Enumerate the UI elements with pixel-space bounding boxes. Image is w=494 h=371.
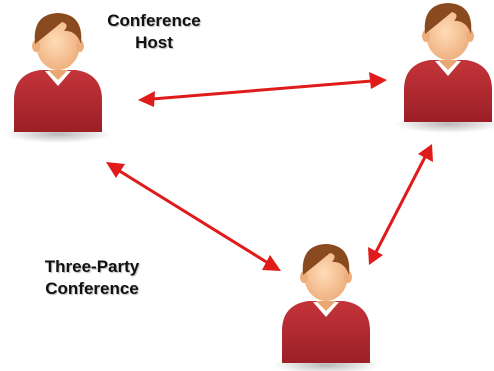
title-label-line-2: Conference bbox=[45, 279, 139, 298]
conference-host-label: Conference Host bbox=[92, 10, 216, 54]
host-label-line-2: Host bbox=[135, 33, 173, 52]
participant-top-right-person-icon bbox=[394, 3, 494, 133]
participant-bottom-person-icon bbox=[272, 244, 380, 371]
connection-host-to-right bbox=[138, 72, 387, 107]
connection-host-to-bottom bbox=[106, 162, 281, 271]
title-label-line-1: Three-Party bbox=[44, 257, 140, 276]
three-party-conference-label: Three-Party Conference bbox=[22, 256, 162, 300]
connection-right-to-bottom bbox=[368, 144, 433, 265]
host-label-line-1: Conference bbox=[107, 11, 201, 30]
